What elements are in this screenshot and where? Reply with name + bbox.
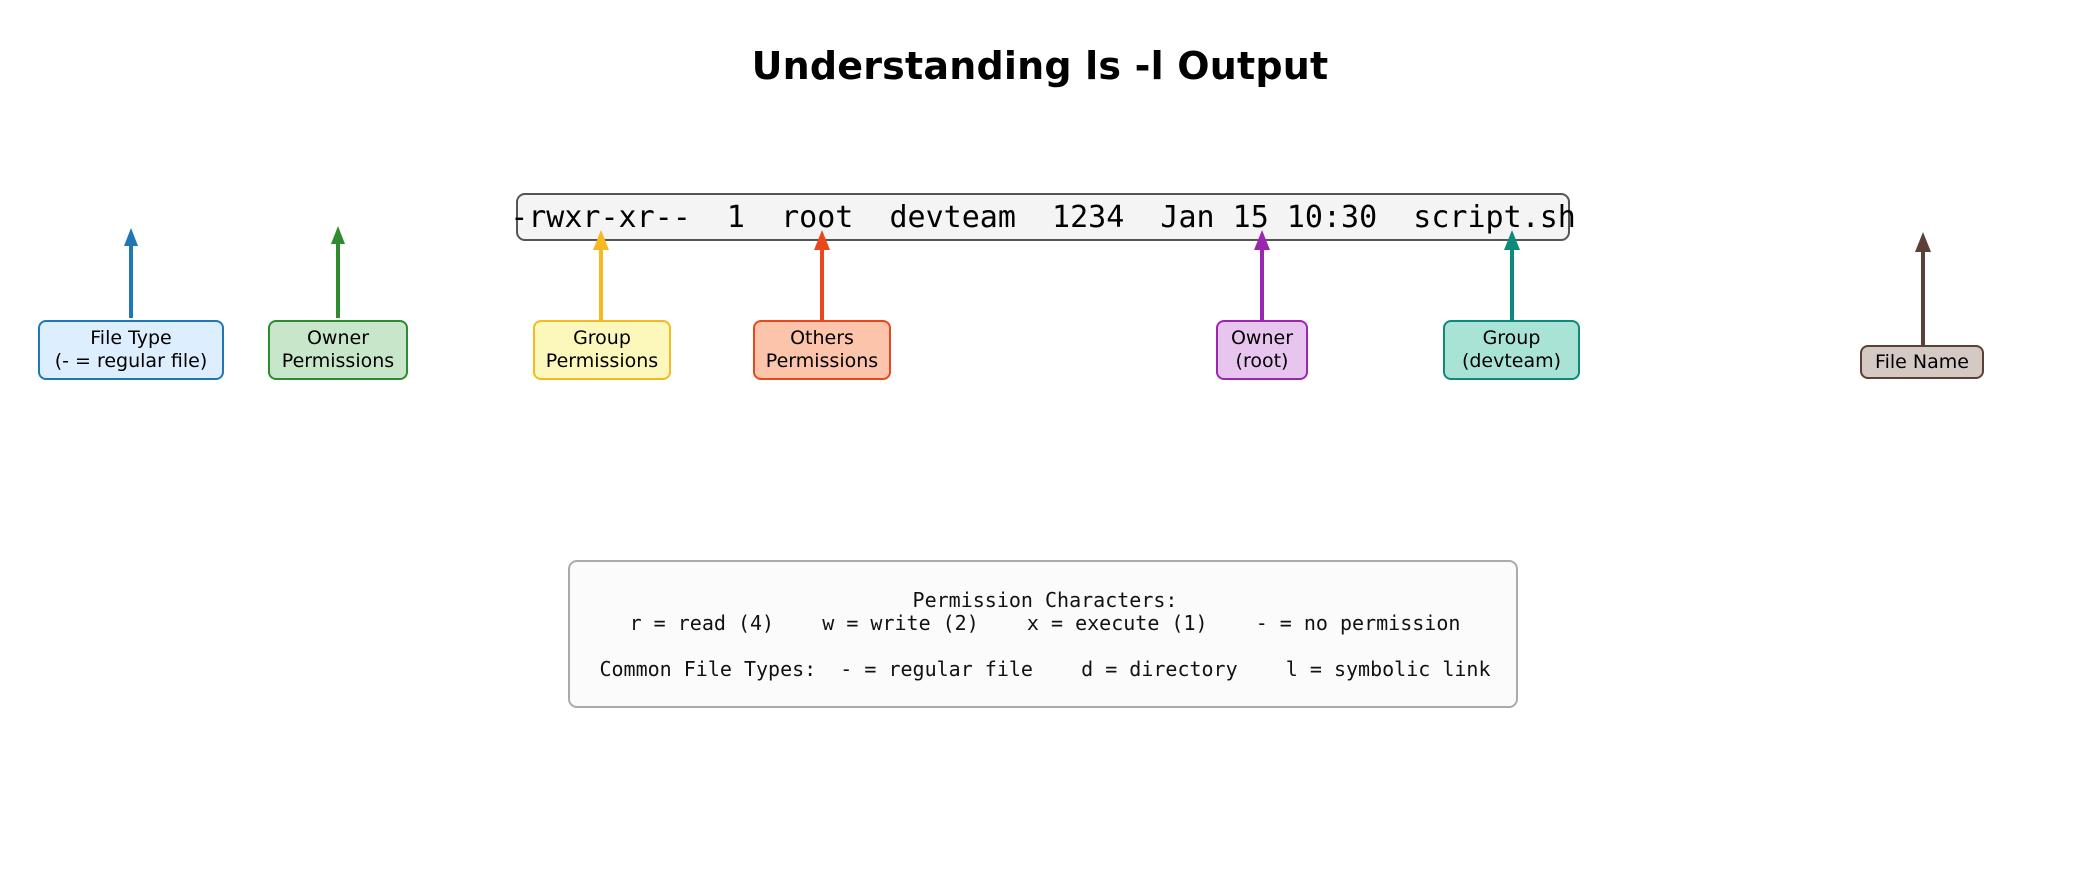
label-owner-permissions[interactable]: Owner Permissions <box>268 320 408 380</box>
arrow-group-devteam <box>1504 230 1520 320</box>
label-others-permissions-text: Others Permissions <box>765 327 879 372</box>
label-group-devteam[interactable]: Group (devteam) <box>1443 320 1580 380</box>
label-owner-permissions-text: Owner Permissions <box>281 327 395 372</box>
arrow-file-name <box>1915 232 1931 345</box>
page-title: Understanding ls -l Output <box>751 44 1329 88</box>
label-owner-root-text: Owner (root) <box>1230 327 1294 372</box>
arrow-file-type <box>124 228 138 318</box>
label-file-name-text: File Name <box>1875 350 1969 373</box>
label-file-type[interactable]: File Type (- = regular file) <box>38 320 224 380</box>
legend-box: Permission Characters: r = read (4) w = … <box>568 560 1518 708</box>
label-group-devteam-text: Group (devteam) <box>1461 327 1562 372</box>
ls-output-text: -rwxr-xr-- 1 root devteam 1234 Jan 15 10… <box>510 199 1576 235</box>
arrow-others-permissions <box>814 230 830 320</box>
legend-permission-characters: r = read (4) w = write (2) x = execute (… <box>629 611 1461 635</box>
arrow-group-permissions <box>593 230 609 320</box>
legend-heading: Permission Characters: <box>912 588 1178 612</box>
label-group-permissions[interactable]: Group Permissions <box>533 320 671 380</box>
label-file-type-text: File Type (- = regular file) <box>54 327 208 372</box>
arrow-owner-root <box>1254 230 1270 320</box>
arrow-owner-permissions <box>331 226 345 318</box>
label-group-permissions-text: Group Permissions <box>545 327 659 372</box>
legend-file-types: Common File Types: - = regular file d = … <box>599 657 1491 681</box>
command-line-box: -rwxr-xr-- 1 root devteam 1234 Jan 15 10… <box>510 193 1576 241</box>
label-file-name[interactable]: File Name <box>1860 345 1984 379</box>
label-owner-root[interactable]: Owner (root) <box>1216 320 1308 380</box>
label-others-permissions[interactable]: Others Permissions <box>753 320 891 380</box>
